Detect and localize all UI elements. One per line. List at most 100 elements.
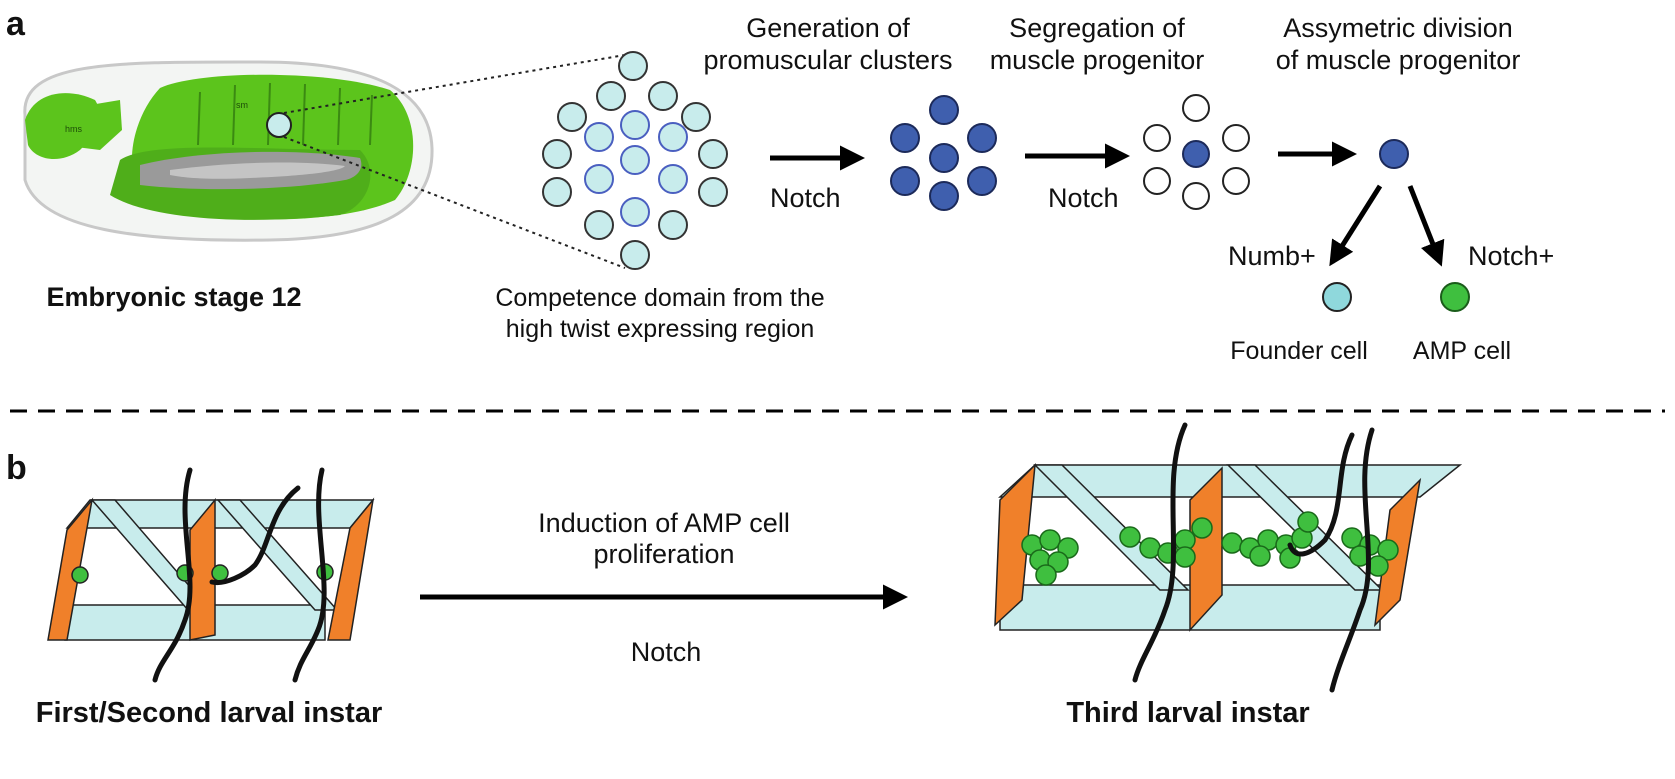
cluster-cell (890, 123, 920, 153)
competence-cell (542, 139, 572, 169)
embryo-segment-lines (197, 82, 373, 146)
amp-cell-late (1221, 532, 1243, 554)
competence-cell (681, 102, 711, 132)
arrow-b-sublabel: Notch (630, 637, 702, 667)
branch-arrow-left (1329, 184, 1383, 267)
competence-cell-blue (620, 145, 650, 175)
panel-letter-a: a (6, 5, 25, 43)
muscle-progenitor-cell (1182, 140, 1210, 168)
branch-arrow-right (1407, 185, 1445, 267)
competence-domain-cluster (542, 51, 728, 270)
step1-title-line-2: promuscular clusters (703, 45, 953, 75)
arrow-b-label-line-1: Induction of AMP cell (538, 508, 790, 538)
competence-cell (620, 240, 650, 270)
nerve-line (1287, 432, 1355, 557)
founder-cell-label: Founder cell (1230, 337, 1368, 365)
early-instar-caption: First/Second larval instar (35, 697, 383, 729)
segregated-cell (1182, 94, 1210, 122)
amp-cell-late (1297, 511, 1319, 533)
amp-cell-late (1249, 545, 1271, 567)
step2-title-line-2: muscle progenitor (989, 45, 1205, 75)
competence-cell-blue (584, 122, 614, 152)
competence-cell (618, 51, 648, 81)
segment-edge-left (47, 497, 94, 641)
amp-cell-late (1119, 526, 1141, 548)
third-instar-segments (994, 462, 1463, 632)
competence-cell-blue (620, 110, 650, 140)
nerve-line (292, 467, 327, 683)
amp-cell-label: AMP cell (1412, 337, 1512, 365)
arrow-b-label-line-2: proliferation (593, 539, 735, 569)
cluster-cell (929, 181, 959, 211)
arrow1-label: Notch (770, 183, 841, 213)
competence-caption-line-1: Competence domain from the (495, 284, 825, 312)
competence-cell-blue (620, 197, 650, 227)
dividing-progenitor-cell (1379, 139, 1409, 169)
competence-cell (584, 210, 614, 240)
competence-cell (557, 102, 587, 132)
embryo-caption: Embryonic stage 12 (46, 282, 302, 312)
cluster-cell (929, 95, 959, 125)
step3-title-line-2: of muscle progenitor (1275, 45, 1521, 75)
nerve-line (1132, 422, 1188, 683)
segment-edge-left (994, 462, 1036, 627)
nerve-line (1329, 427, 1375, 693)
step3-title-line-1: Assymetric division (1283, 13, 1513, 43)
embryo-mark-sm: sm (236, 100, 248, 110)
amp-cell-late (1039, 529, 1061, 551)
third-instar-nerves (1132, 422, 1375, 693)
amp-cell-early (71, 566, 89, 584)
competence-cell (698, 177, 728, 207)
segregated-cell (1143, 124, 1171, 152)
third-instar-caption: Third larval instar (1066, 697, 1310, 729)
amp-cell (1440, 282, 1470, 312)
amp-cell-late (1191, 517, 1213, 539)
amp-cell-late (1035, 564, 1057, 586)
segment-edge-middle (1189, 466, 1223, 632)
segregated-cell (1143, 167, 1171, 195)
segregation-cluster (1143, 94, 1250, 210)
embryo-highlight-cell (266, 112, 292, 138)
embryo-illustration: hms sm (23, 60, 434, 242)
segment-top-panel (998, 464, 1463, 498)
cluster-cell (929, 143, 959, 173)
early-instar-nerves (152, 467, 327, 683)
competence-cell-blue (584, 164, 614, 194)
competence-cell-blue (658, 122, 688, 152)
early-instar-segments (47, 497, 375, 641)
competence-caption-line-2: high twist expressing region (505, 315, 815, 343)
amp-cell-late (1341, 527, 1363, 549)
amp-cell-late (1377, 539, 1399, 561)
competence-cell (698, 139, 728, 169)
zoom-line-top (283, 54, 626, 114)
competence-cell-blue (658, 164, 688, 194)
cluster-cell (967, 123, 997, 153)
promuscular-cluster (890, 95, 997, 211)
embryo-gut-inner (170, 162, 345, 179)
nerve-line (209, 485, 301, 586)
zoom-line-bottom (283, 136, 626, 269)
competence-cell (658, 210, 688, 240)
competence-cell (542, 177, 572, 207)
embryo-mark-hms: hms (65, 124, 83, 134)
step1-title-line-1: Generation of (746, 13, 910, 43)
segment-edge-right (327, 497, 375, 641)
competence-cell (648, 81, 678, 111)
competence-cell (596, 81, 626, 111)
cluster-cell (967, 166, 997, 196)
amp-cell-late (1367, 555, 1389, 577)
segment-diagonal-panel-1 (1033, 464, 1190, 591)
step2-title-line-1: Segregation of (1009, 13, 1185, 43)
founder-cell (1322, 282, 1352, 312)
amp-cell-early (211, 564, 229, 582)
branch-left-label: Numb+ (1228, 241, 1316, 271)
amp-cell-late (1139, 537, 1161, 559)
segregated-cell (1222, 167, 1250, 195)
panel-letter-b: b (6, 449, 27, 487)
third-instar-amp-clusters (1021, 511, 1399, 586)
segregated-cell (1182, 182, 1210, 210)
branch-right-label: Notch+ (1468, 241, 1555, 271)
segregated-cell (1222, 124, 1250, 152)
cluster-cell (890, 166, 920, 196)
